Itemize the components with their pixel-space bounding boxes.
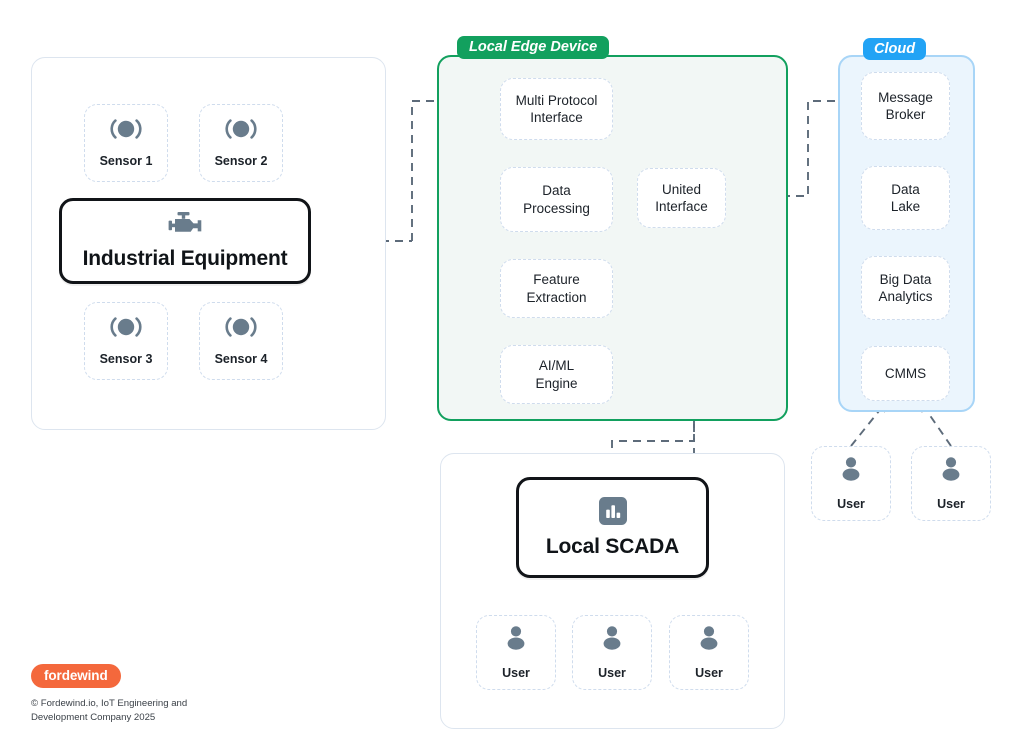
user-icon: [938, 455, 964, 485]
engine-icon: [168, 211, 202, 242]
scada-user-node-1[interactable]: User: [476, 615, 556, 690]
scada-user-label: User: [695, 665, 723, 680]
scada-user-label: User: [598, 665, 626, 680]
sensor-label: Sensor 1: [99, 153, 153, 168]
edge-node-united-interface[interactable]: United Interface: [637, 168, 726, 228]
cloud-node-data-lake[interactable]: Data Lake: [861, 166, 950, 230]
local-scada-label: Local SCADA: [545, 534, 680, 558]
edge-node-data-processing[interactable]: Data Processing: [500, 167, 613, 232]
sensor-icon: [221, 315, 261, 343]
fordewind-logo[interactable]: fordewind: [31, 664, 121, 688]
sensor-node-3[interactable]: Sensor 3: [84, 302, 168, 380]
cloud-user-node-2[interactable]: User: [911, 446, 991, 521]
user-icon: [696, 624, 722, 654]
cloud-node-big-data-analytics[interactable]: Big Data Analytics: [861, 256, 950, 320]
sensor-icon: [106, 315, 146, 343]
cloud-user-node-1[interactable]: User: [811, 446, 891, 521]
edge-device-badge: Local Edge Device: [457, 36, 610, 59]
copyright-text: © Fordewind.io, IoT Engineering and Deve…: [31, 698, 188, 723]
sensor-icon: [106, 117, 146, 145]
sensor-node-2[interactable]: Sensor 2: [199, 104, 283, 182]
scada-user-node-2[interactable]: User: [572, 615, 652, 690]
scada-user-label: User: [502, 665, 530, 680]
bar-chart-icon: [598, 496, 627, 530]
sensor-label: Sensor 4: [214, 351, 268, 366]
sensor-icon: [221, 117, 261, 145]
cloud-node-cmms[interactable]: CMMS: [861, 346, 950, 401]
edge-node-multi-protocol-interface[interactable]: Multi Protocol Interface: [500, 78, 613, 140]
user-icon: [838, 455, 864, 485]
industrial-equipment-node[interactable]: Industrial Equipment: [59, 198, 311, 284]
industrial-equipment-label: Industrial Equipment: [82, 247, 288, 270]
sensor-label: Sensor 2: [214, 153, 268, 168]
sensor-node-1[interactable]: Sensor 1: [84, 104, 168, 182]
cloud-user-label: User: [837, 496, 865, 511]
edge-node-ai-ml-engine[interactable]: AI/ML Engine: [500, 345, 613, 404]
user-icon: [599, 624, 625, 654]
cloud-user-label: User: [937, 496, 965, 511]
cloud-node-message-broker[interactable]: Message Broker: [861, 72, 950, 140]
scada-user-node-3[interactable]: User: [669, 615, 749, 690]
sensor-node-4[interactable]: Sensor 4: [199, 302, 283, 380]
footer: fordewind © Fordewind.io, IoT Engineerin…: [31, 664, 246, 724]
edge-node-feature-extraction[interactable]: Feature Extraction: [500, 259, 613, 318]
local-scada-node[interactable]: Local SCADA: [516, 477, 709, 578]
user-icon: [503, 624, 529, 654]
cloud-badge: Cloud: [863, 38, 927, 60]
sensor-label: Sensor 3: [99, 351, 153, 366]
